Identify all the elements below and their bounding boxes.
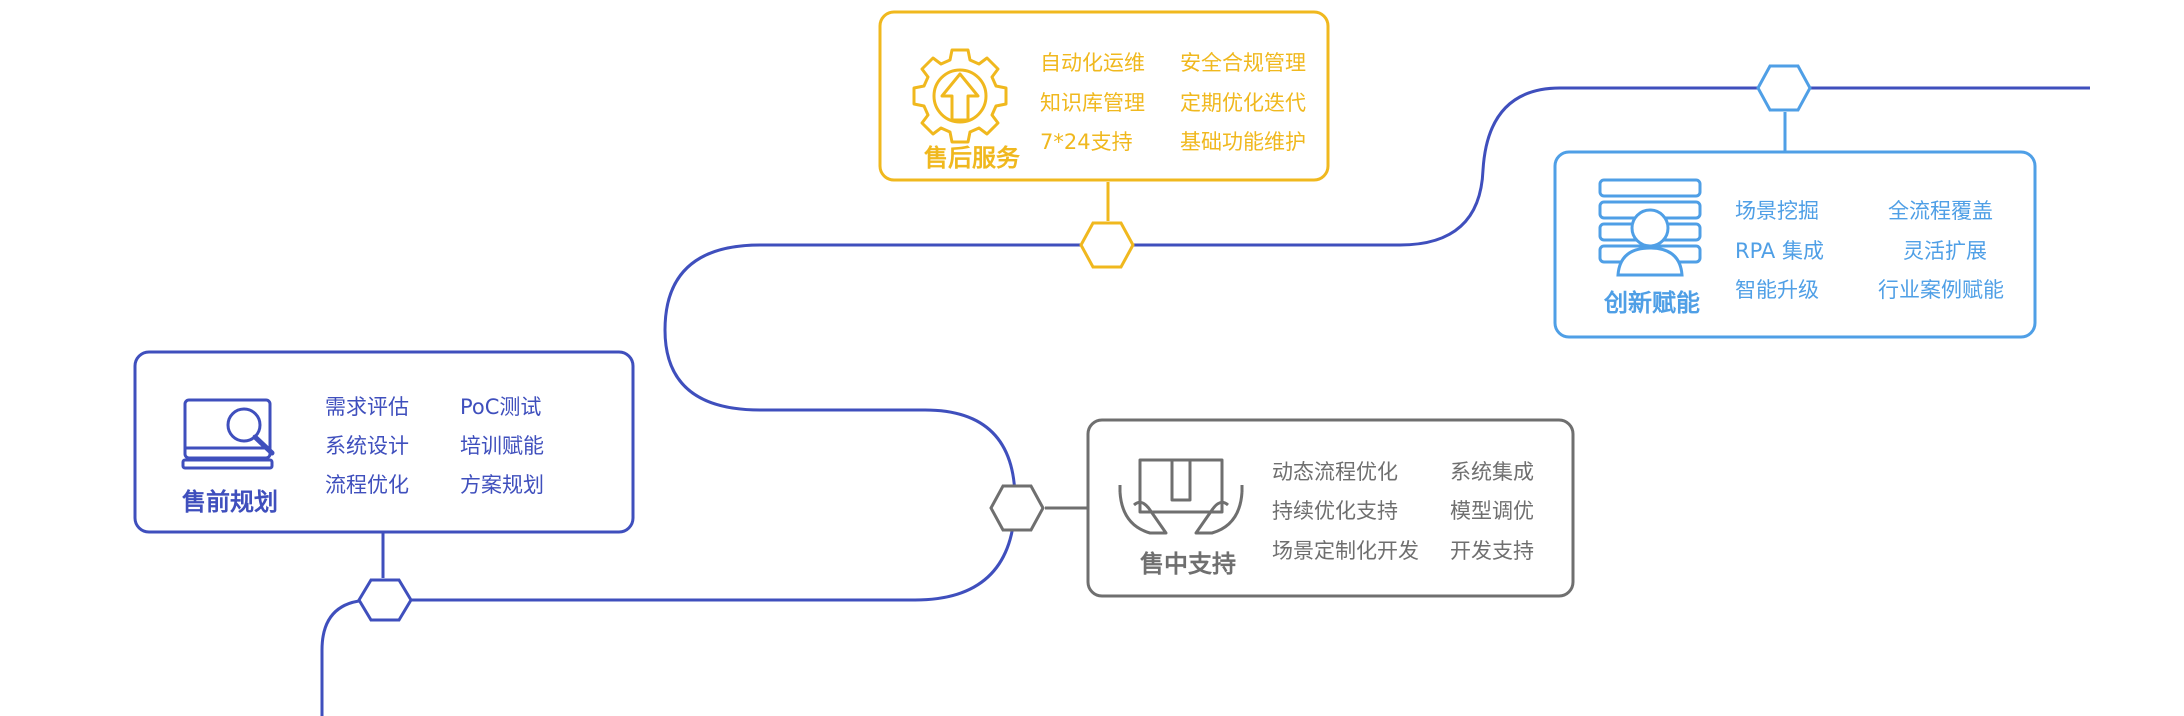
card-innovation: 创新赋能 场景挖掘 RPA 集成 智能升级 全流程覆盖 灵活扩展 行业案例赋能 xyxy=(1553,150,2037,339)
card-aftersale-frame xyxy=(878,10,1330,182)
card-presale: 售前规划 需求评估 系统设计 流程优化 PoC测试 培训赋能 方案规划 xyxy=(133,350,635,534)
insale-item-1: 动态流程优化 xyxy=(1272,460,1398,484)
card-innovation-frame xyxy=(1553,150,2037,339)
card-insale: 售中支持 动态流程优化 持续优化支持 场景定制化开发 系统集成 模型调优 开发支… xyxy=(1086,418,1575,598)
magnifier-monitor-icon xyxy=(181,398,275,470)
person-stack-icon xyxy=(1598,178,1702,277)
innovation-item-6: 行业案例赋能 xyxy=(1878,278,2004,302)
insale-item-6: 开发支持 xyxy=(1450,539,1534,563)
flow-path xyxy=(320,86,2090,716)
presale-item-5: 培训赋能 xyxy=(460,434,544,458)
aftersale-item-5: 定期优化迭代 xyxy=(1180,91,1306,115)
hex-node-presale xyxy=(357,578,413,622)
aftersale-item-3: 7*24支持 xyxy=(1040,130,1133,154)
hands-box-icon xyxy=(1118,458,1244,535)
innovation-item-4: 全流程覆盖 xyxy=(1888,199,1993,223)
hex-node-insale xyxy=(989,484,1045,532)
insale-item-2: 持续优化支持 xyxy=(1272,499,1398,523)
card-insale-frame xyxy=(1086,418,1575,598)
presale-item-4: PoC测试 xyxy=(460,395,541,419)
aftersale-item-1: 自动化运维 xyxy=(1040,51,1145,75)
aftersale-item-4: 安全合规管理 xyxy=(1180,51,1306,75)
insale-item-4: 系统集成 xyxy=(1450,460,1534,484)
hex-node-innovation xyxy=(1756,64,1812,112)
presale-item-3: 流程优化 xyxy=(325,473,409,497)
card-insale-title: 售中支持 xyxy=(1140,550,1236,578)
card-innovation-title: 创新赋能 xyxy=(1603,289,1700,317)
card-aftersale: 售后服务 自动化运维 知识库管理 7*24支持 安全合规管理 定期优化迭代 基础… xyxy=(878,10,1330,182)
card-aftersale-title: 售后服务 xyxy=(924,144,1021,172)
innovation-item-2: RPA 集成 xyxy=(1735,239,1824,263)
aftersale-item-6: 基础功能维护 xyxy=(1180,130,1306,154)
insale-item-3: 场景定制化开发 xyxy=(1272,539,1419,563)
innovation-item-5: 灵活扩展 xyxy=(1903,239,1987,263)
presale-item-2: 系统设计 xyxy=(325,434,409,458)
presale-item-6: 方案规划 xyxy=(460,473,544,497)
innovation-item-1: 场景挖掘 xyxy=(1735,199,1819,223)
innovation-item-3: 智能升级 xyxy=(1735,278,1819,302)
card-presale-frame xyxy=(133,350,635,534)
insale-item-5: 模型调优 xyxy=(1450,499,1534,523)
card-presale-title: 售前规划 xyxy=(182,488,278,516)
gear-arrow-icon xyxy=(912,48,1008,144)
aftersale-item-2: 知识库管理 xyxy=(1040,91,1145,115)
hex-node-aftersale xyxy=(1079,221,1135,269)
presale-item-1: 需求评估 xyxy=(325,395,409,419)
